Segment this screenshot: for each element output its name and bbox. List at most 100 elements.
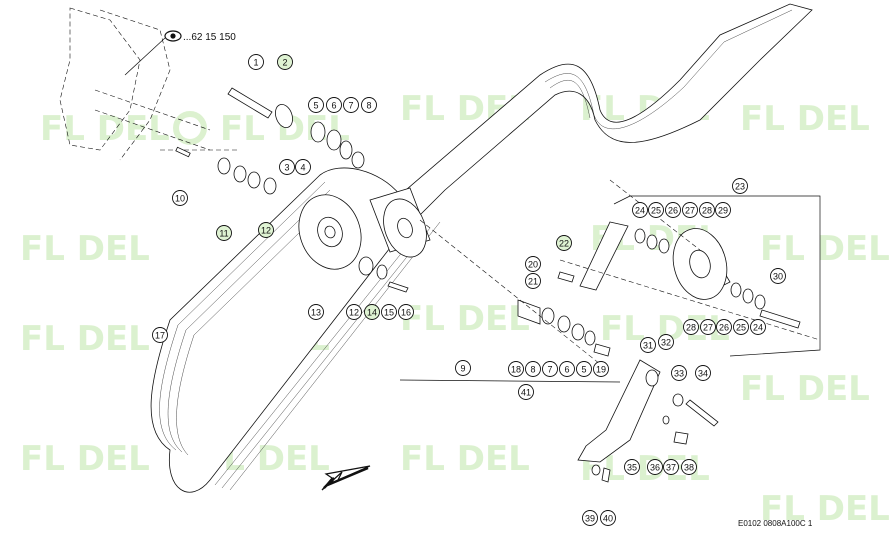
callout-label: 15 (384, 308, 394, 318)
part-callout[interactable]: 13 (308, 304, 324, 320)
part-callout[interactable]: 28 (699, 202, 715, 218)
idler-pulley-13 (298, 194, 362, 270)
part-callout[interactable]: 2 (277, 54, 293, 70)
part-callout[interactable]: 6 (326, 97, 342, 113)
part-callout[interactable]: 12 (258, 222, 274, 238)
drive-belt (150, 3, 813, 493)
callout-label: 27 (703, 323, 713, 333)
callout-circle (525, 273, 541, 289)
part-callout[interactable]: 26 (716, 319, 732, 335)
callout-label: 30 (773, 272, 783, 282)
part-callout[interactable]: 21 (525, 273, 541, 289)
part-callout[interactable]: 11 (216, 225, 232, 241)
callout-circle (683, 319, 699, 335)
callout-circle (361, 97, 377, 113)
callout-circle (525, 256, 541, 272)
part-callout[interactable]: 16 (398, 304, 414, 320)
part-callout[interactable]: 15 (381, 304, 397, 320)
watermark-text: FL DEL (740, 369, 870, 409)
part-callout[interactable]: 41 (518, 384, 534, 400)
callout-circle (364, 304, 380, 320)
part-callout[interactable]: 38 (681, 459, 697, 475)
callout-circle (593, 361, 609, 377)
eye-icon (164, 30, 182, 42)
part-callout[interactable]: 28 (683, 319, 699, 335)
part-callout[interactable]: 25 (733, 319, 749, 335)
part-callout[interactable]: 40 (600, 510, 616, 526)
callout-circle (640, 337, 656, 353)
part-callout[interactable]: 33 (671, 365, 687, 381)
part-callout[interactable]: 25 (648, 202, 664, 218)
part-callout[interactable]: 22 (556, 235, 572, 251)
part-callout[interactable]: 4 (295, 159, 311, 175)
part-callout[interactable]: 8 (361, 97, 377, 113)
callout-label: 1 (253, 58, 258, 68)
part-callout[interactable]: 29 (715, 202, 731, 218)
callout-circle (525, 361, 541, 377)
part-callout[interactable]: 20 (525, 256, 541, 272)
callout-circle (508, 361, 524, 377)
part-callout[interactable]: 14 (364, 304, 380, 320)
part-callout[interactable]: 7 (343, 97, 359, 113)
part-callout[interactable]: 12 (346, 304, 362, 320)
callout-label: 26 (668, 206, 678, 216)
callout-circle (277, 54, 293, 70)
callout-circle (576, 361, 592, 377)
part-callout[interactable]: 30 (770, 268, 786, 284)
callout-circle (699, 202, 715, 218)
part-callout[interactable]: 8 (525, 361, 541, 377)
watermark-text: FL DEL (760, 229, 890, 269)
callout-label: 22 (559, 239, 569, 249)
callout-label: 26 (719, 323, 729, 333)
part-callout[interactable]: 9 (455, 360, 471, 376)
callout-circle (248, 54, 264, 70)
tension-roller (369, 187, 431, 258)
reference-text: ...62 15 150 (183, 32, 236, 43)
callout-label: 34 (698, 369, 708, 379)
part-callout[interactable]: 5 (576, 361, 592, 377)
callout-label: 12 (261, 226, 271, 236)
watermark-text: FL DEL (400, 299, 530, 339)
callout-circle (770, 268, 786, 284)
callout-circle (455, 360, 471, 376)
part-callout[interactable]: 35 (624, 459, 640, 475)
callout-label: 32 (661, 338, 671, 348)
part-callout[interactable]: 37 (663, 459, 679, 475)
part-callout[interactable]: 7 (542, 361, 558, 377)
callout-circle (518, 384, 534, 400)
part-callout[interactable]: 6 (559, 361, 575, 377)
part-callout[interactable]: 23 (732, 178, 748, 194)
callout-label: 7 (348, 101, 353, 111)
callout-circle (582, 510, 598, 526)
part-callout[interactable]: 31 (640, 337, 656, 353)
part-callout[interactable]: 27 (700, 319, 716, 335)
part-callout[interactable]: 34 (695, 365, 711, 381)
callout-label: 3 (284, 163, 289, 173)
part-callout[interactable]: 3 (279, 159, 295, 175)
part-callout[interactable]: 24 (750, 319, 766, 335)
watermark-text: FL DEL (20, 229, 150, 269)
callout-label: 9 (460, 364, 465, 374)
part-callout[interactable]: 10 (172, 190, 188, 206)
part-callout[interactable]: 24 (632, 202, 648, 218)
gear-icon (173, 111, 207, 145)
part-callout[interactable]: 18 (508, 361, 524, 377)
callout-circle (346, 304, 362, 320)
bracket-22 (557, 221, 629, 291)
part-callout[interactable]: 32 (658, 334, 674, 350)
part-callout[interactable]: 39 (582, 510, 598, 526)
callout-circle (647, 459, 663, 475)
callout-circle (559, 361, 575, 377)
part-callout[interactable]: 36 (647, 459, 663, 475)
callout-circle (700, 319, 716, 335)
part-callout[interactable]: 1 (248, 54, 264, 70)
part-callout[interactable]: 19 (593, 361, 609, 377)
callout-circle (665, 202, 681, 218)
callout-label: 5 (313, 101, 318, 111)
part-callout[interactable]: 5 (308, 97, 324, 113)
part-callout[interactable]: 26 (665, 202, 681, 218)
part-callout[interactable]: 17 (152, 327, 168, 343)
callout-circle (398, 304, 414, 320)
part-callout[interactable]: 27 (682, 202, 698, 218)
